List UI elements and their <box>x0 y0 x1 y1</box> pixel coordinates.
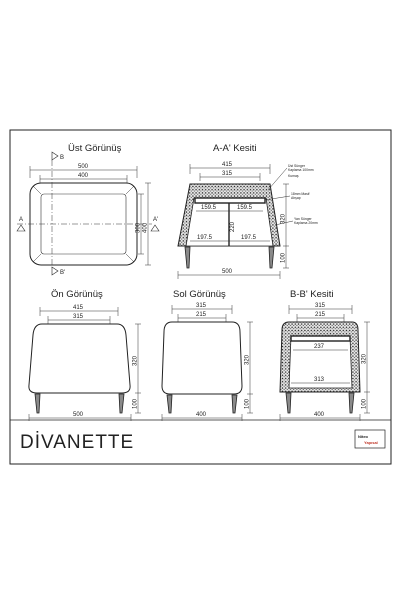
aa-upper-left: 159.5 <box>201 205 217 211</box>
section-b-label-top: B <box>60 155 64 161</box>
bb-top-inner: 215 <box>315 312 326 318</box>
section-b-label-bottom: B' <box>60 270 65 276</box>
brand-logo: Niteo Yapısal <box>354 429 386 449</box>
section-aa-title: A-A' Kesiti <box>213 143 257 154</box>
top-view: Üst Görünüş 500 400 300 400 A A' <box>16 143 160 276</box>
bb-top-outer: 315 <box>315 303 326 309</box>
top-width-outer: 500 <box>78 164 89 170</box>
logo-line-2: Yapısal <box>364 440 378 445</box>
left-right-leg <box>231 394 238 414</box>
bb-lower: 313 <box>314 377 325 383</box>
front-height: 320 <box>133 355 139 366</box>
section-b-marker-top <box>51 151 59 161</box>
left-height: 320 <box>245 354 251 365</box>
aa-middle: 220 <box>230 221 236 232</box>
aa-notes: Üst Sünger Kaplama 100mm Kumaş 18mm Masi… <box>264 164 318 226</box>
aa-note-5: Yan Sünger <box>294 217 313 221</box>
front-right-leg <box>118 393 125 414</box>
left-leg-height: 100 <box>245 398 251 409</box>
front-body-outline <box>28 323 131 394</box>
aa-note-2: Kumaş <box>288 174 299 178</box>
section-a-marker-right <box>150 224 160 232</box>
top-depth-outer: 400 <box>143 222 149 233</box>
front-top-inner: 315 <box>73 314 84 320</box>
left-top-inner: 215 <box>196 312 207 318</box>
aa-left-leg <box>184 246 191 269</box>
section-a-marker-left <box>16 224 26 232</box>
front-view-title: Ön Görünüş <box>51 289 103 300</box>
aa-leg-height: 100 <box>281 252 287 263</box>
aa-right-leg <box>268 246 275 269</box>
aa-note-3: 18mm Masif <box>291 192 310 196</box>
aa-lower-left: 197.5 <box>197 235 213 241</box>
aa-upper-right: 159.5 <box>237 205 253 211</box>
top-width-inner: 400 <box>78 173 89 179</box>
bb-height: 320 <box>362 353 368 364</box>
left-view-title: Sol Görünüş <box>173 289 226 300</box>
aa-note-6: Kaplama 20mm <box>294 221 318 225</box>
aa-note-1: Kaplama 100mm <box>288 168 314 172</box>
aa-lower-right: 197.5 <box>241 235 257 241</box>
aa-height: 320 <box>281 213 287 224</box>
sheet-border <box>9 129 392 465</box>
section-bb-title: B-B' Kesiti <box>290 289 334 300</box>
bb-leg-height: 100 <box>362 398 368 409</box>
front-base-width: 500 <box>73 412 84 418</box>
aa-base-width: 500 <box>222 269 233 275</box>
aa-note-4: Ahşap <box>291 196 301 200</box>
top-depth-inner: 300 <box>136 222 142 233</box>
left-view: Sol Görünüş 315 215 400 320 100 <box>161 289 253 421</box>
bb-right-leg <box>348 392 355 414</box>
front-view: Ön Görünüş 415 315 500 320 100 <box>28 289 141 421</box>
left-body-outline <box>161 321 243 395</box>
document-title: DİVANETTE <box>20 432 134 453</box>
section-a-label-right: A' <box>153 217 158 223</box>
front-leg-height: 100 <box>133 398 139 409</box>
aa-top-inner: 315 <box>222 171 233 177</box>
front-top-outer: 415 <box>73 305 84 311</box>
section-b-marker-bottom <box>51 266 59 276</box>
left-top-outer: 315 <box>196 303 207 309</box>
bb-upper: 237 <box>314 344 325 350</box>
left-base-width: 400 <box>196 412 207 418</box>
section-aa-view: A-A' Kesiti 415 315 159.5 159.5 220 197.… <box>177 143 318 279</box>
logo-line-1: Niteo <box>358 434 369 439</box>
aa-note-0: Üst Sünger <box>288 164 306 168</box>
bb-left-leg <box>285 392 292 414</box>
bb-base-width: 400 <box>314 412 325 418</box>
left-left-leg <box>166 394 173 414</box>
aa-top-outer: 415 <box>222 162 233 168</box>
section-a-label-left: A <box>19 217 23 223</box>
top-view-title: Üst Görünüş <box>68 143 122 154</box>
section-bb-view: B-B' Kesiti 315 215 237 313 400 320 100 <box>279 289 370 421</box>
front-left-leg <box>34 393 41 414</box>
